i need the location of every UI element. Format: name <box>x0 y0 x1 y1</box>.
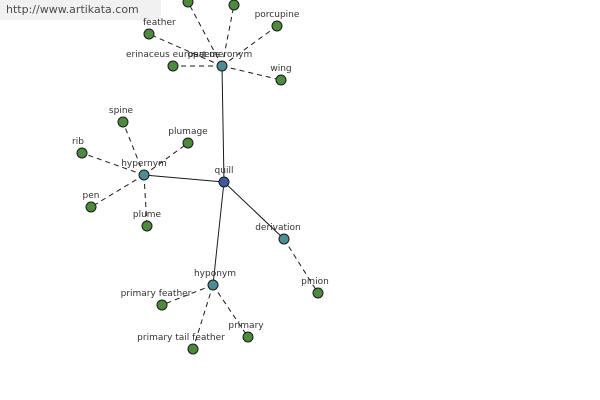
label-spine: spine <box>109 106 134 116</box>
edge-pinion <box>283 238 319 294</box>
node-plume[interactable] <box>141 220 153 232</box>
edge-porcupine <box>221 25 278 67</box>
edge-plumage <box>143 142 189 176</box>
label-plumage: plumage <box>168 127 208 137</box>
label-pinion: pinion <box>301 277 329 287</box>
node-leaf-top-2[interactable] <box>228 0 240 11</box>
edge-hyponym <box>212 181 225 286</box>
edge-wing <box>221 65 282 81</box>
watermark-url: http://www.artikata.com <box>0 0 161 20</box>
node-quill[interactable] <box>218 176 230 188</box>
label-primary-tail-feather: primary tail feather <box>137 333 225 343</box>
label-hypernym: hypernym <box>121 159 167 169</box>
node-part-meronym[interactable] <box>216 60 228 72</box>
nodes <box>76 0 324 355</box>
label-feather: feather <box>143 18 176 28</box>
label-primary-feather: primary feather <box>121 289 192 299</box>
label-erinaceus-europaeus: erinaceus europaeus <box>126 50 220 60</box>
edge-pen <box>90 174 145 208</box>
node-erinaceus-europaeus[interactable] <box>167 60 179 72</box>
labels: feather porcupine erinaceus europaeus wing s… <box>72 10 329 343</box>
edge-hypernym <box>143 174 225 183</box>
edge-rib <box>81 152 145 176</box>
edge-primary-feather <box>161 284 214 306</box>
node-pen[interactable] <box>85 201 97 213</box>
node-hypernym[interactable] <box>138 169 150 181</box>
label-wing: wing <box>270 64 291 74</box>
label-derivation: derivation <box>255 223 301 233</box>
edge-leaf-top-2 <box>221 4 235 67</box>
label-quill: quill <box>215 166 234 176</box>
node-plumage[interactable] <box>182 137 194 149</box>
edge-primary <box>212 284 249 338</box>
label-part-meronym: part meronym <box>188 50 252 60</box>
node-porcupine[interactable] <box>271 20 283 32</box>
node-spine[interactable] <box>117 116 129 128</box>
edge-feather <box>148 33 223 67</box>
label-hyponym: hyponym <box>194 269 236 279</box>
edge-leaf-top-1 <box>187 1 223 67</box>
edge-spine <box>122 121 145 176</box>
edges <box>81 1 319 350</box>
node-hyponym[interactable] <box>207 279 219 291</box>
label-plume: plume <box>133 210 162 220</box>
node-rib[interactable] <box>76 147 88 159</box>
node-primary-tail-feather[interactable] <box>187 343 199 355</box>
node-primary-feather[interactable] <box>156 299 168 311</box>
edge-derivation <box>223 181 285 240</box>
node-pinion[interactable] <box>312 287 324 299</box>
node-feather[interactable] <box>143 28 155 40</box>
label-primary: primary <box>228 321 264 331</box>
node-leaf-top-1[interactable] <box>182 0 194 8</box>
edge-part-meronym <box>221 65 225 183</box>
edge-primary-tail-feather <box>192 284 214 350</box>
node-primary[interactable] <box>242 331 254 343</box>
label-pen: pen <box>83 191 100 201</box>
label-porcupine: porcupine <box>255 10 300 20</box>
node-wing[interactable] <box>275 74 287 86</box>
label-rib: rib <box>72 137 84 147</box>
node-derivation[interactable] <box>278 233 290 245</box>
